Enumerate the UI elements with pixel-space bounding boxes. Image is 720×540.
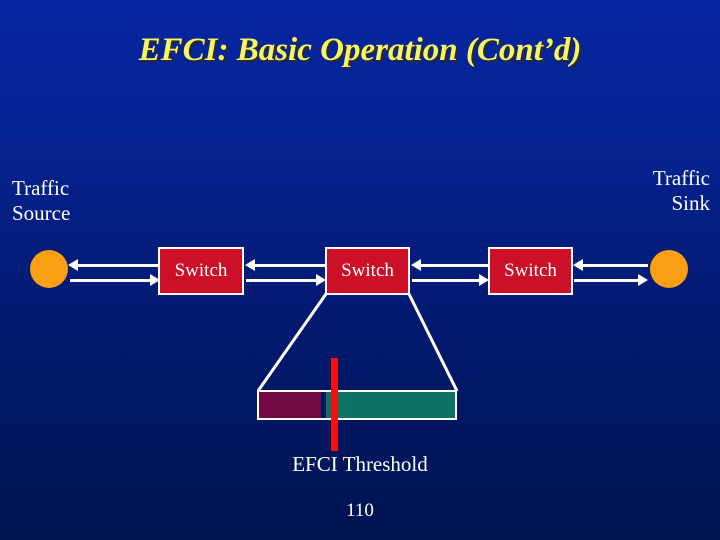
link-source-switch1-forward-line [70, 279, 152, 282]
efci-threshold-caption: EFCI Threshold [292, 452, 428, 476]
queue-segment-b [325, 392, 455, 418]
traffic-source-label: Traffic Source [12, 176, 70, 226]
link-switch3-sink-reverse-line [583, 264, 648, 267]
page-title: EFCI: Basic Operation (Cont’d) [138, 32, 582, 68]
link-switch2-switch3-forward-arrowhead-icon [479, 274, 489, 286]
switch-box-3-label: Switch [504, 260, 557, 281]
traffic-source-label-line2: Source [12, 201, 71, 225]
link-switch3-sink-reverse-arrowhead-icon [573, 259, 583, 271]
link-switch2-switch3-reverse-arrowhead-icon [411, 259, 421, 271]
link-source-switch1-reverse-line [78, 264, 160, 267]
queue-funnel-lines [256, 293, 459, 392]
slide-page-number: 110 [346, 500, 374, 521]
switch-box-2-label: Switch [341, 260, 394, 281]
link-switch1-switch2-reverse-line [255, 264, 326, 267]
link-switch1-switch2-reverse-arrowhead-icon [245, 259, 255, 271]
link-switch1-switch2-forward-arrowhead-icon [316, 274, 326, 286]
link-switch1-switch2-forward-line [246, 279, 317, 282]
link-switch3-sink-forward-line [574, 279, 639, 282]
traffic-sink-label-line2: Sink [671, 191, 710, 215]
traffic-sink-label: Traffic Sink [653, 166, 710, 216]
queue-occupancy-bar [257, 390, 457, 420]
link-switch2-switch3-reverse-line [421, 264, 489, 267]
switch-box-2[interactable]: Switch [325, 247, 410, 295]
switch-box-1[interactable]: Switch [158, 247, 244, 295]
traffic-sink-label-line1: Traffic [652, 166, 710, 190]
traffic-source-node-icon [30, 250, 68, 288]
switch-box-3[interactable]: Switch [488, 247, 573, 295]
queue-segment-a [259, 392, 321, 418]
traffic-sink-node-icon [650, 250, 688, 288]
link-source-switch1-reverse-arrowhead-icon [68, 259, 78, 271]
link-source-switch1-forward-arrowhead-icon [150, 274, 160, 286]
link-switch3-sink-forward-arrowhead-icon [638, 274, 648, 286]
traffic-source-label-line1: Traffic [12, 176, 70, 200]
efci-threshold-marker [331, 358, 338, 451]
switch-box-1-label: Switch [174, 260, 228, 281]
link-switch2-switch3-forward-line [412, 279, 480, 282]
